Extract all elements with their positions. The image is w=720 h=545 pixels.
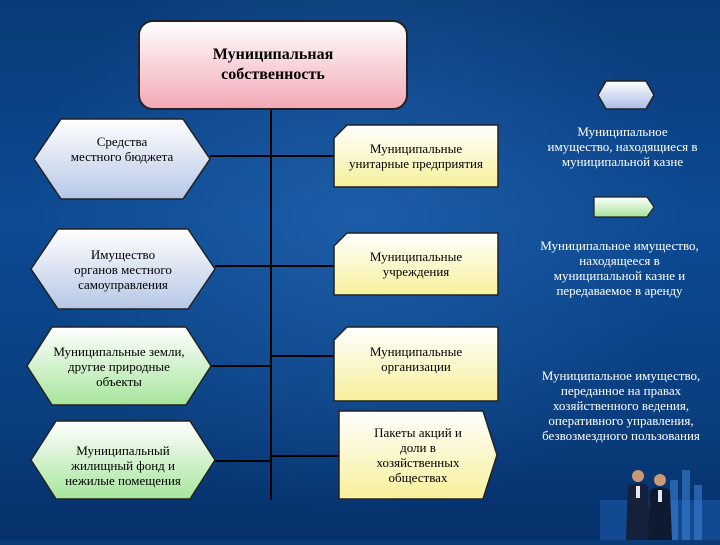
right-text-1: Муниципальное имущество, находящиеся в м… xyxy=(547,124,698,169)
trunk-line xyxy=(270,110,272,500)
legend-green-pill xyxy=(593,196,655,218)
center-box-4-text: Пакеты акций и доли в хозяйственных обще… xyxy=(374,425,462,485)
connector-left-3 xyxy=(210,365,270,367)
tab-yellow-shape xyxy=(333,124,499,188)
connector-left-4 xyxy=(215,460,270,462)
legend-blue-hexagon xyxy=(597,80,655,110)
left-box-1: Средства местного бюджета xyxy=(33,118,211,200)
hexagon-green-shape xyxy=(26,326,212,406)
right-text-2: Муниципальное имущество, находящееся в м… xyxy=(540,238,699,298)
tab-yellow-shape xyxy=(333,326,499,402)
left-box-4: Муниципальный жилищный фонд и нежилые по… xyxy=(30,420,216,500)
business-people-image xyxy=(600,440,720,540)
left-box-3-text: Муниципальные земли, другие природные об… xyxy=(53,343,185,389)
connector-center-4 xyxy=(272,455,340,457)
center-box-2: Муниципальные учреждения xyxy=(333,232,499,296)
left-box-2-text: Имущество органов местного самоуправлени… xyxy=(74,246,172,292)
center-box-1: Муниципальные унитарные предприятия xyxy=(333,124,499,188)
title-box: Муниципальная собственность xyxy=(138,20,408,110)
legend-green-hexagon xyxy=(593,196,655,218)
hexagon-blue-shape xyxy=(30,228,216,310)
left-box-1-text: Средства местного бюджета xyxy=(70,134,174,164)
right-text-3: Муниципальное имущество, переданное на п… xyxy=(541,368,701,443)
legend-blue-pill xyxy=(597,80,655,110)
left-box-4-text: Муниципальный жилищный фонд и нежилые по… xyxy=(65,442,181,488)
business-people-illustration xyxy=(600,470,720,540)
left-box-2: Имущество органов местного самоуправлени… xyxy=(30,228,216,310)
center-box-4: Пакеты акций и доли в хозяйственных обще… xyxy=(338,410,498,500)
center-box-2-text: Муниципальные учреждения xyxy=(369,249,463,279)
left-box-3: Муниципальные земли, другие природные об… xyxy=(26,326,212,406)
center-box-1-text: Муниципальные унитарные предприятия xyxy=(349,141,483,171)
hexagon-blue-shape xyxy=(33,118,211,200)
connector-center-1 xyxy=(272,155,334,157)
title-box-shape xyxy=(138,20,408,110)
hexagon-green-shape xyxy=(30,420,216,500)
center-box-3: Муниципальные организации xyxy=(333,326,499,402)
center-box-3-text: Муниципальные организации xyxy=(369,344,463,374)
connector-center-2 xyxy=(272,265,334,267)
connector-left-1 xyxy=(210,155,270,157)
title-text: Муниципальная собственность xyxy=(212,46,334,83)
connector-center-3 xyxy=(272,355,334,357)
tab-yellow-shape xyxy=(333,232,499,296)
connector-left-2 xyxy=(215,265,270,267)
hexagon-yellow-shape xyxy=(338,410,498,500)
